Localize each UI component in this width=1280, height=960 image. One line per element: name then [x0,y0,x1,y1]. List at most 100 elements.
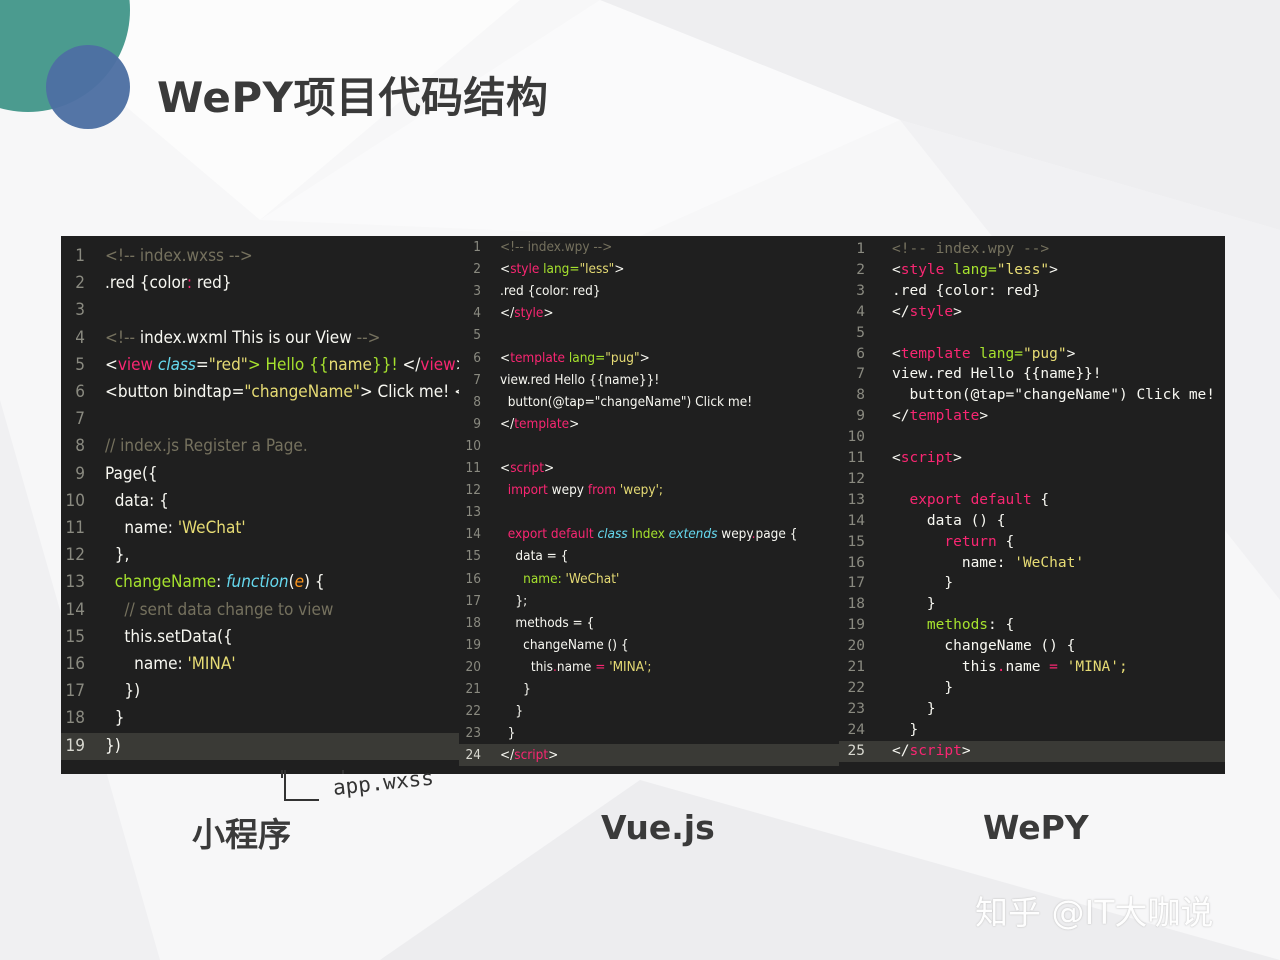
code-line: 16 name: 'WeChat' [839,553,1225,574]
code-token: view.red Hello {{name}}! [500,371,660,388]
code-line: 10 [839,427,1225,448]
code-text: data = { [500,545,568,567]
line-number: 1 [75,246,85,266]
code-token: > [1066,345,1076,362]
code-text: }; [500,590,527,612]
code-token: 'MINA'; [609,658,652,675]
code-text: view.red Hello {{name}}! [500,369,659,391]
code-token: template [510,349,566,366]
code-line: 9</template> [839,406,1225,427]
line-number: 14 [465,526,481,543]
slide-title: WePY项目代码结构 [157,73,549,122]
code-text: } [892,699,936,720]
code-text: <button bindtap="changeName"> Click me! … [105,379,459,406]
code-token: 'MINA' [187,654,236,674]
line-number: 6 [75,382,85,402]
watermark: 知乎 @IT大咖说 [975,893,1214,932]
line-number: 13 [65,572,85,593]
code-token: </ [892,408,910,425]
code-line: 12 import wepy from 'wepy'; [459,479,839,501]
code-token: > [614,261,625,278]
code-token: script [900,450,954,466]
code-token: } [500,681,531,697]
code-token: view.red Hello {{name}}! [892,366,1102,383]
line-number: 12 [465,482,481,499]
code-token: < [892,345,901,362]
code-text: methods = { [500,612,594,634]
caption-wepy: WePY [983,808,1089,847]
code-token: < [892,261,901,278]
code-token: : { [988,617,1015,634]
code-line: 15 this.setData({ [61,624,459,651]
file-tree-fragment [281,770,344,801]
code-line: 3 [61,297,459,324]
code-line: 10 [459,435,839,457]
line-number: 17 [847,575,865,592]
code-token: 'WeChat' [565,570,620,587]
code-token: methods [892,617,989,634]
code-token: lang= [565,349,606,366]
code-line: 11<script> [839,448,1225,469]
code-token: button(@tap= [892,387,1015,404]
code-token: template [900,345,971,362]
code-text: } [500,722,516,744]
line-number: 6 [473,349,481,366]
code-token: }}! [371,354,403,375]
line-number: 25 [847,742,865,759]
code-text: // sent data change to view [105,597,333,624]
code-text: <script> [892,448,962,469]
code-token: export default [500,526,594,543]
line-number: 5 [856,324,865,341]
code-token: 'WeChat' [177,518,246,538]
code-text: </script> [892,741,971,762]
code-token: } [500,703,524,720]
code-token: > [979,408,989,425]
code-token: > Hello {{ [247,354,329,375]
code-line: 17 }; [459,590,839,612]
code-line: 8 button(@tap="changeName") Click me! [839,385,1225,406]
code-token: wepy [547,482,588,499]
line-number: 17 [465,592,481,609]
line-number: 18 [65,708,85,729]
code-line: 2.red {color: red} [61,270,459,297]
code-token: extends [668,526,718,543]
code-line: 8 button(@tap="changeName") Click me! [459,391,839,413]
code-line: 13 export default { [839,490,1225,511]
code-token: button(@tap= [500,393,595,410]
code-token: . [751,526,756,543]
code-token: <!-- index.wpy --> [500,239,613,255]
code-text: changeName: function(e) { [105,569,325,596]
code-token: }; [500,592,528,609]
code-text: </template> [892,406,988,427]
code-line: 22 } [839,678,1225,699]
code-token: = [195,354,209,375]
code-token: "red" [208,354,248,375]
code-line: 21 } [459,678,839,700]
code-text: } [500,678,531,700]
blue-circle [46,45,130,129]
code-text: <!-- index.wxml This is our View --> [105,325,380,352]
line-number: 18 [465,614,481,631]
line-number: 12 [847,470,865,487]
code-token: }) [105,681,141,702]
code-token: ) Click me! [686,393,753,410]
code-line: 25 </script> [839,740,1225,762]
code-line: 15 data = { [459,545,839,567]
code-line: 17 }) [61,678,459,705]
code-token: style [900,261,945,278]
code-text: view.red Hello {{name}}! [892,364,1102,385]
code-token: lang= [944,261,997,278]
code-line: 2<style lang="less"> [839,260,1225,281]
code-token: this [500,658,554,675]
line-number: 17 [65,681,85,702]
code-text: changeName () { [500,634,628,656]
code-token: ) Click me! [1118,387,1216,404]
line-number: 21 [465,681,481,697]
code-line: 8// index.js Register a Page. [61,433,459,460]
code-token: > [961,742,971,759]
code-line: 1<!-- index.wpy --> [839,239,1225,260]
line-number: 22 [465,703,481,720]
code-token: script [909,742,962,759]
line-number: 7 [856,366,865,383]
